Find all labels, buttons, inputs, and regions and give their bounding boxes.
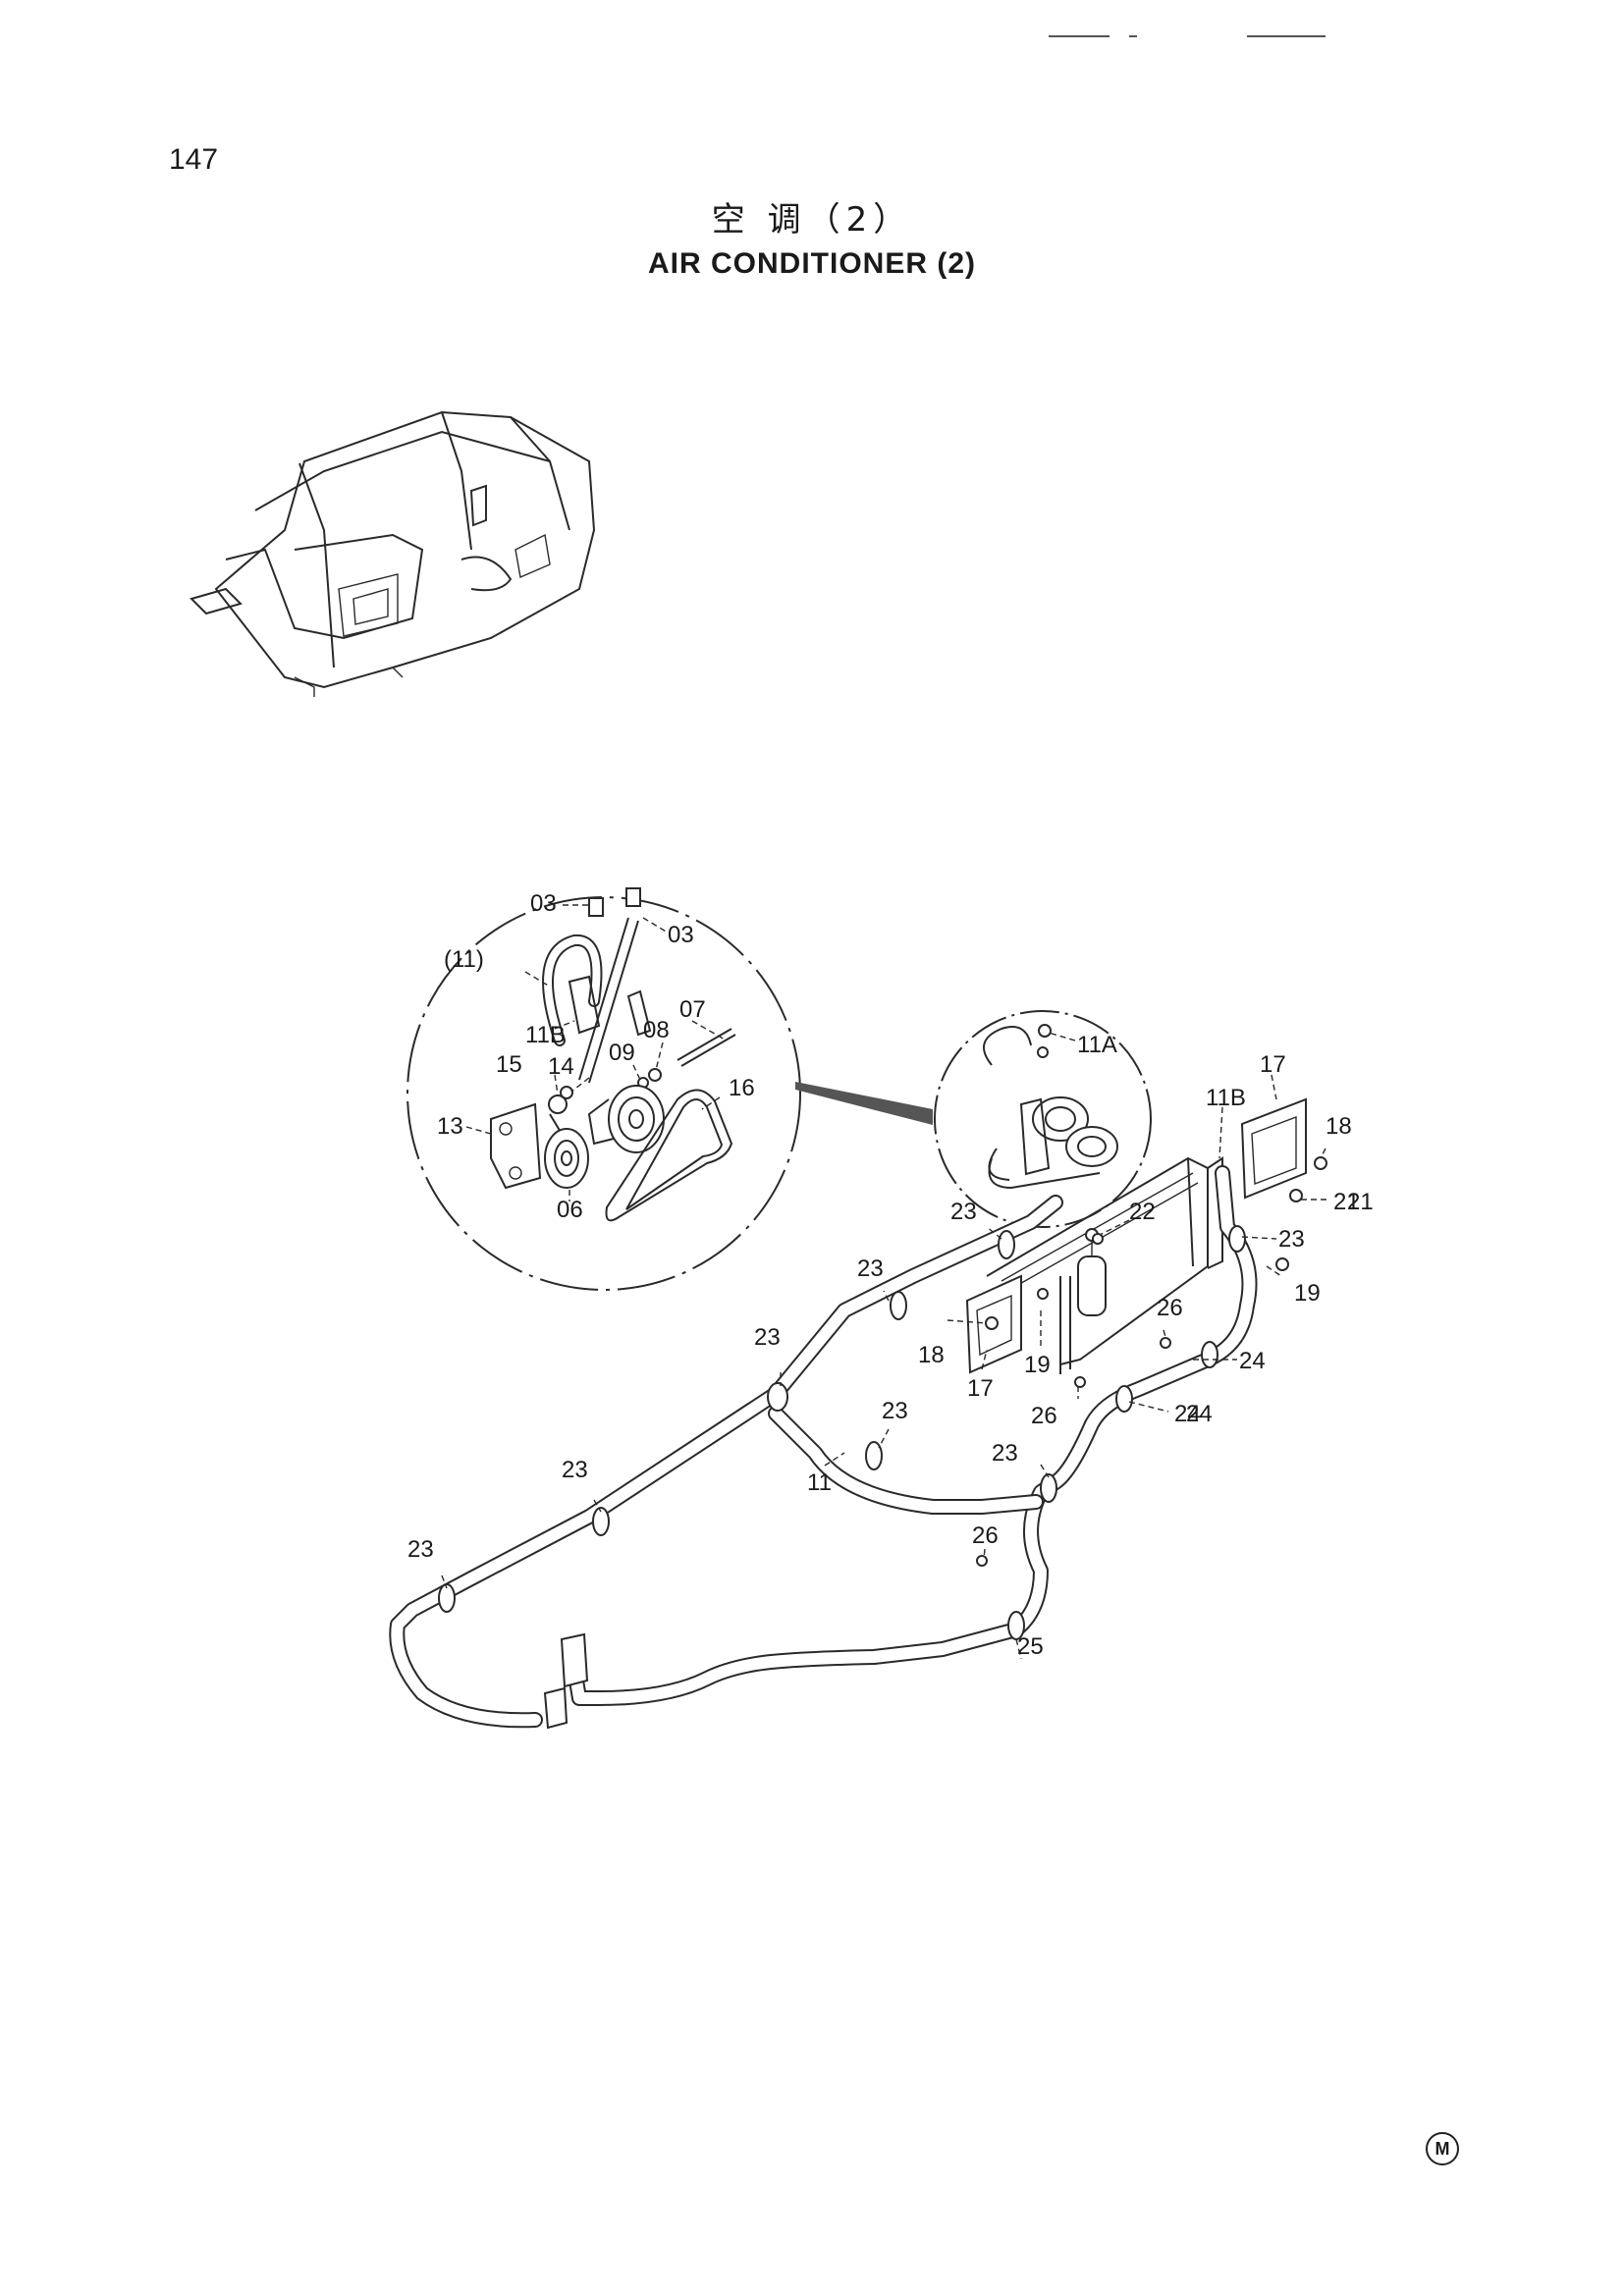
hose-clamps bbox=[438, 1225, 1246, 1640]
callout-15: 15 bbox=[496, 1051, 522, 1078]
callout-11b: 11B bbox=[525, 1022, 566, 1048]
refrigerant-hoses bbox=[389, 1165, 1258, 1730]
callout-23: 23 bbox=[754, 1324, 781, 1351]
callout-18: 18 bbox=[918, 1342, 945, 1368]
callout-19: 19 bbox=[1024, 1352, 1051, 1378]
condenser-assembly bbox=[965, 1097, 1327, 1567]
detail-circle-compressor bbox=[934, 1010, 1152, 1228]
callout-09: 09 bbox=[609, 1040, 635, 1066]
callout-25: 25 bbox=[1017, 1633, 1044, 1660]
callout-06: 06 bbox=[557, 1197, 583, 1223]
callout-labels: 03 03 (11) 11B 07 08 09 15 14 16 13 06 1… bbox=[407, 890, 1374, 1660]
callout-07: 07 bbox=[679, 996, 706, 1023]
callout-24: 24 bbox=[1239, 1348, 1266, 1374]
detail-circle-belt-tensioner bbox=[406, 887, 801, 1291]
callout-08: 08 bbox=[643, 1017, 670, 1043]
detail-pointer-wedge bbox=[795, 1082, 933, 1125]
machine-overview-illustration bbox=[189, 410, 596, 697]
callout-26: 26 bbox=[1031, 1403, 1057, 1429]
callout-23: 23 bbox=[992, 1440, 1018, 1467]
callout-22: 22 bbox=[1129, 1199, 1156, 1225]
callout-18: 18 bbox=[1326, 1113, 1352, 1140]
callout-13: 13 bbox=[437, 1113, 463, 1140]
callout-19: 19 bbox=[1294, 1280, 1321, 1307]
callout-23: 23 bbox=[950, 1199, 977, 1225]
callout-26: 26 bbox=[1157, 1295, 1183, 1321]
callout-23: 23 bbox=[562, 1457, 588, 1483]
callout-24: 24 bbox=[1174, 1401, 1201, 1427]
title-english: AIR CONDITIONER (2) bbox=[648, 247, 976, 280]
title-chinese: 空 调（2） bbox=[711, 200, 913, 240]
callout-11-reference: (11) bbox=[444, 946, 484, 973]
callout-16: 16 bbox=[729, 1075, 755, 1101]
callout-23: 23 bbox=[882, 1398, 908, 1424]
callout-14: 14 bbox=[548, 1053, 574, 1080]
manufacturer-mark: M bbox=[1426, 2132, 1459, 2165]
callout-21: 21 bbox=[1333, 1189, 1360, 1215]
callout-03: 03 bbox=[530, 890, 557, 917]
callout-26: 26 bbox=[972, 1522, 999, 1549]
callout-23: 23 bbox=[407, 1536, 434, 1563]
callout-17: 17 bbox=[967, 1375, 994, 1402]
callout-23: 23 bbox=[1278, 1226, 1305, 1253]
callout-03: 03 bbox=[668, 922, 694, 948]
callout-11a: 11A bbox=[1077, 1032, 1117, 1058]
leader-lines bbox=[441, 904, 1330, 1660]
scan-mark bbox=[1049, 35, 1110, 37]
callout-21-number: 21 bbox=[1347, 1189, 1374, 1215]
callout-23: 23 bbox=[857, 1255, 884, 1282]
scan-mark bbox=[1247, 35, 1326, 37]
callout-11b: 11B bbox=[1206, 1085, 1246, 1111]
page-number: 147 bbox=[169, 143, 219, 176]
callout-11: 11 bbox=[807, 1469, 832, 1496]
callout-24-number: 24 bbox=[1186, 1401, 1213, 1427]
callout-17: 17 bbox=[1260, 1051, 1286, 1078]
scan-mark bbox=[1129, 35, 1137, 37]
